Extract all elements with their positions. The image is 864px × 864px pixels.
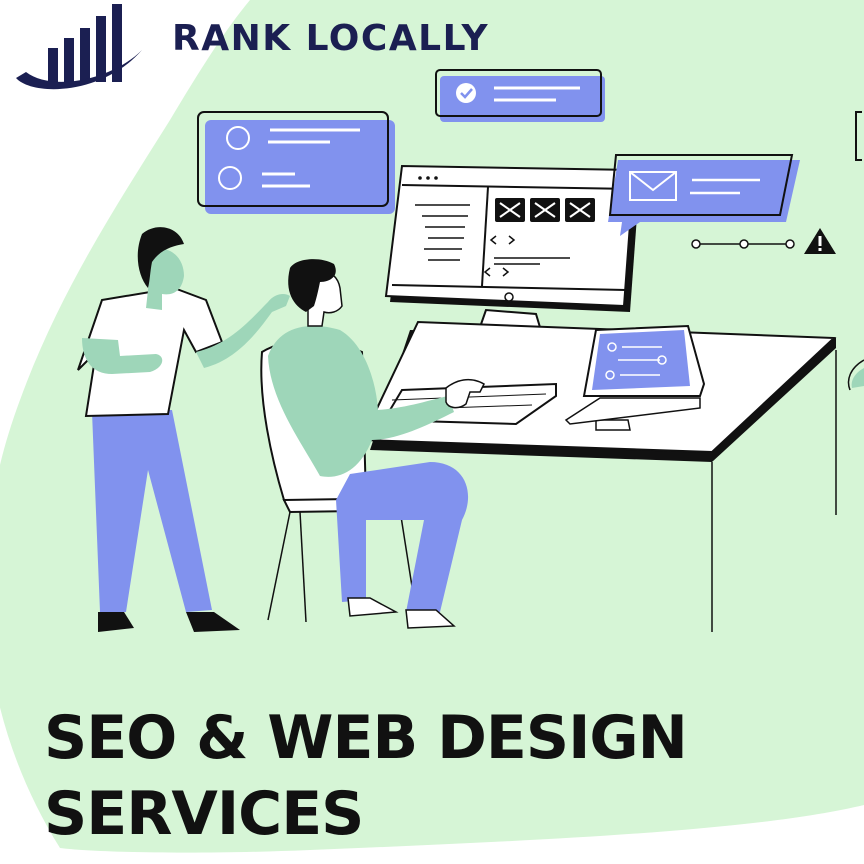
monitor: [384, 164, 640, 356]
headline-line-1: SEO & WEB DESIGN: [44, 703, 688, 773]
code-icon: [483, 235, 570, 277]
envelope-icon: [629, 171, 677, 201]
warning-icon: [804, 228, 836, 254]
headline: SEO & WEB DESIGN SERVICES: [44, 700, 688, 852]
floating-profile-card: [197, 111, 395, 214]
progress-line: [691, 239, 795, 249]
tablet: [564, 324, 706, 431]
headline-line-2: SERVICES: [44, 779, 364, 849]
sitting-person: [268, 259, 485, 629]
brand-name: RANK LOCALLY: [172, 18, 490, 59]
standing-person: [77, 227, 290, 632]
email-bubble: [608, 154, 800, 236]
check-icon: [456, 83, 476, 103]
logo-bar-chart-icon: [16, 4, 142, 90]
floating-check-card: [435, 69, 605, 122]
